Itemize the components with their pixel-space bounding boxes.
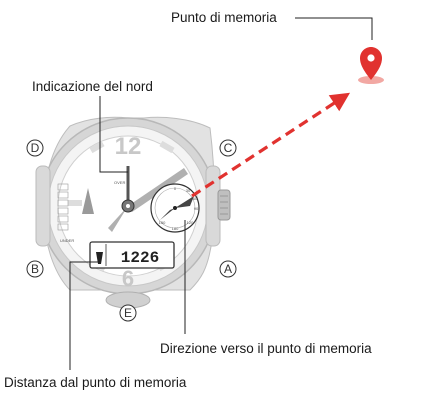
subdial-tick-150: 150 (159, 220, 166, 225)
distance-from-memory-label: Distanza dal punto di memoria (4, 375, 187, 390)
button-a[interactable]: A (219, 260, 237, 278)
button-b[interactable]: B (26, 260, 44, 278)
dial-tiny-text: OVER (114, 180, 125, 185)
subdial-tick-30: 30 (186, 188, 191, 193)
lcd-distance-value: 1226 (121, 249, 159, 267)
direction-to-memory-label: Direzione verso il punto di memoria (160, 341, 372, 356)
subdial-tick-0: 0 (174, 186, 177, 191)
button-d[interactable]: D (26, 139, 44, 157)
lcd-display (89, 241, 175, 269)
direction-arrow (191, 92, 351, 198)
leader-lines (69, 17, 373, 370)
left-scale (57, 183, 69, 231)
left-subdial-hand (82, 188, 94, 214)
hour-12-numeral: 12 (115, 133, 142, 160)
memory-point-leader (295, 17, 373, 40)
svg-text:A: A (224, 262, 232, 276)
svg-text:E: E (124, 306, 132, 320)
subdial-tick-120: 120 (187, 220, 194, 225)
svg-text:C: C (224, 141, 233, 155)
hour-6-numeral: 6 (122, 266, 134, 291)
subdial-tick-90: 90 (194, 206, 199, 211)
north-indication-label: Indicazione del nord (32, 79, 153, 94)
watch-hands (108, 166, 188, 232)
svg-text:D: D (31, 141, 40, 155)
distance-leader (69, 261, 99, 370)
north-leader (99, 96, 128, 173)
svg-text:B: B (31, 262, 39, 276)
button-c[interactable]: C (219, 139, 237, 157)
subdial-tick-180: 180 (172, 226, 179, 231)
direction-subdial (150, 183, 200, 233)
subdial-tick-60: 60 (193, 196, 198, 201)
dial-tiny-text: UNDER (60, 238, 74, 243)
button-e[interactable]: E (119, 304, 137, 322)
map-pin-icon (358, 47, 384, 84)
memory-point-label: Punto di memoria (171, 10, 277, 25)
